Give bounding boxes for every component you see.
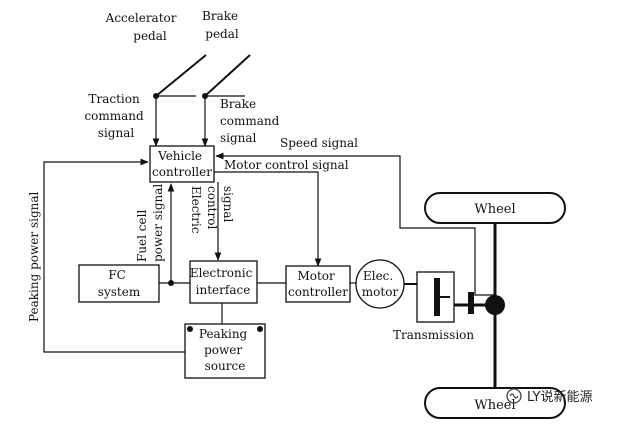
accelerator-pedal-label: Accelerator pedal <box>105 11 181 43</box>
svg-text:Wheel: Wheel <box>474 398 515 413</box>
vehicle-controller-box: Vehicle controller <box>149 145 215 183</box>
peaking-power-signal-label: Peaking power signal <box>27 191 41 322</box>
accelerator-pedal <box>153 54 207 99</box>
svg-text:Elec. motor: Elec. motor <box>362 269 399 299</box>
electric-control-signal-label: Electric control signal <box>189 186 235 237</box>
brake-command-signal-label: Brake command signal <box>220 97 283 145</box>
fuel-cell-power-signal-label: Fuel cell power signal <box>135 184 165 262</box>
svg-text:Peaking power sour: Peaking power source <box>199 327 251 373</box>
speed-signal-label: Speed signal <box>280 136 358 150</box>
svg-text:Motor controller: Motor controller <box>288 269 348 299</box>
motor-control-signal-line <box>214 171 322 267</box>
fc-system-box: FC system <box>78 264 160 303</box>
speed-signal-line <box>215 152 495 296</box>
differential <box>485 295 505 315</box>
motor-control-signal-label: Motor control signal <box>224 158 349 172</box>
peaking-power-source-box: Peaking power source <box>184 323 266 379</box>
svg-text:Wheel: Wheel <box>474 202 515 217</box>
peaking-power-signal-line <box>43 158 185 353</box>
transmission-label: Transmission <box>393 328 474 342</box>
svg-text:LY说新能源: LY说新能源 <box>527 389 592 405</box>
motor-controller-box: Motor controller <box>285 265 351 303</box>
brake-pedal-label: Brake pedal <box>202 9 242 41</box>
brake-pedal <box>202 54 251 99</box>
wheel-bottom: Wheel <box>424 387 566 419</box>
electronic-interface-box: Electronic interface <box>189 260 258 304</box>
svg-text:FC system: FC system <box>98 268 141 299</box>
elec-motor-circle: Elec. motor <box>355 259 405 309</box>
traction-command-signal-label: Traction command signal <box>84 92 147 140</box>
wechat-channel-icon <box>506 388 522 404</box>
svg-text:Electronic interface: Electronic interface <box>190 266 256 297</box>
watermark: LY说新能源 <box>506 388 592 405</box>
svg-text:Vehicle controller: Vehicle controller <box>152 149 212 179</box>
wheel-top: Wheel <box>424 192 566 224</box>
transmission-box <box>416 271 494 323</box>
